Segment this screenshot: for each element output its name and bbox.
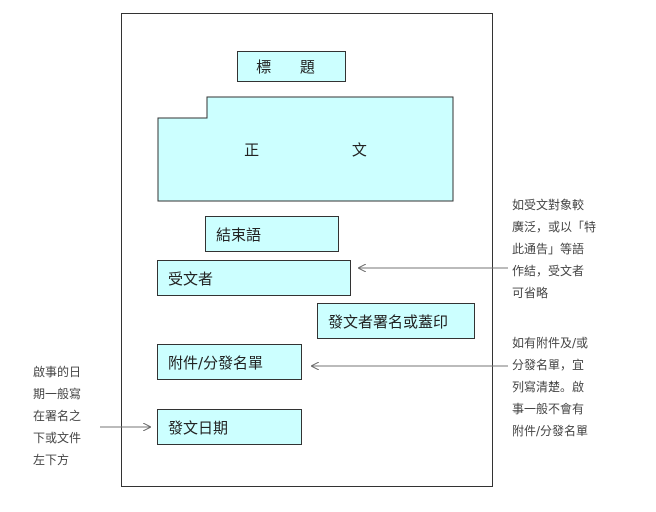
attachments-label: 附件/分發名單 [168, 353, 264, 372]
date-note: 啟事的日 期一般寫 在署名之 下或文件 左下方 [33, 365, 82, 467]
title-label: 標 題 [256, 58, 327, 76]
letter-page: 標 題 正 文 結束語 受文者 發文者署名或蓋印 附件/分發名單 發文日期 [121, 13, 493, 487]
attachment-note: 如有附件及/或 分發名單，宜 列寫清楚。啟 事一般不會有 附件/分發名單 [512, 336, 589, 438]
recipient-label: 受文者 [168, 269, 214, 288]
date-label: 發文日期 [168, 418, 229, 437]
closing-box: 結束語 [205, 216, 339, 252]
attachments-box: 附件/分發名單 [157, 344, 302, 380]
body-label: 正 文 [244, 140, 411, 159]
signature-label: 發文者署名或蓋印 [328, 312, 449, 331]
title-box: 標 題 [237, 51, 346, 82]
recipient-box: 受文者 [157, 260, 351, 296]
date-box: 發文日期 [157, 409, 302, 445]
body-box-outline [157, 96, 454, 202]
recipient-note: 如受文對象較 廣泛，或以「特 此通告」等語 作結，受文者 可省略 [512, 198, 597, 300]
signature-box: 發文者署名或蓋印 [317, 303, 475, 339]
closing-label: 結束語 [216, 225, 262, 244]
body-box: 正 文 [157, 96, 454, 202]
